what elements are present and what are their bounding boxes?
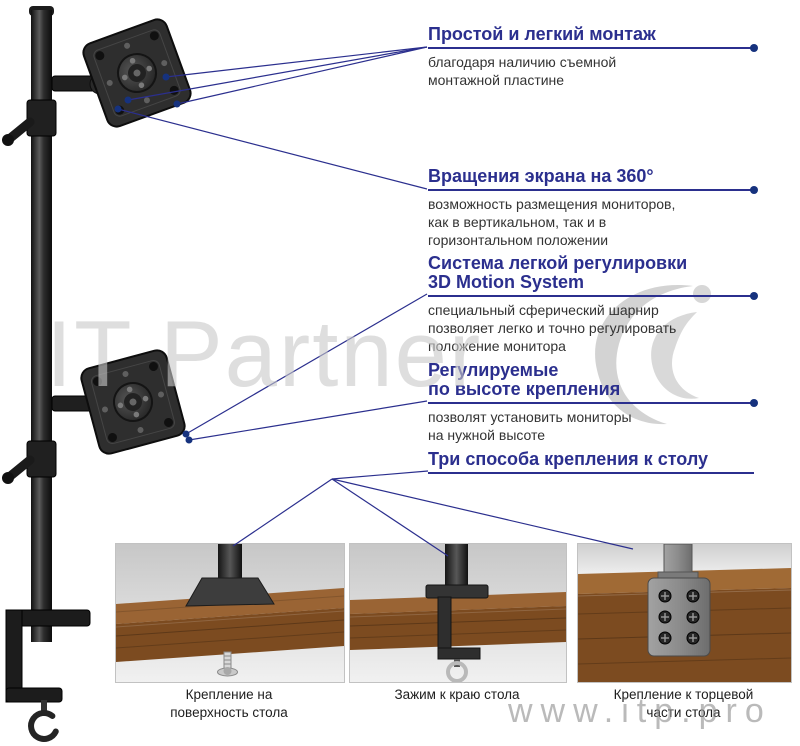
annotation-rotation-360: Вращения экрана на 360° возможность разм… [428,166,758,249]
annotation-rule [428,291,758,300]
grommet-base [185,577,275,607]
annotation-title: Система легкой регулировки 3D Motion Sys… [428,253,688,292]
annotation-body: благодаря наличию съемной монтажной плас… [428,53,617,89]
upper-height-collar [2,99,57,146]
clamp-hook-handle [28,709,59,742]
annotation-body: возможность размещения мониторов, как в … [428,195,676,249]
under-desk-bolt [217,651,238,677]
mount-pole [29,6,54,642]
annotation-rule [428,471,754,474]
mount-option-photo-surface [115,543,345,683]
pole-stub [445,544,468,588]
annotation-height-adjust: Регулируемые по высоте крепления позволя… [428,360,758,444]
lower-vesa-plate [80,349,186,455]
mount-option-photo-clamp [349,543,567,683]
side-mount-bracket [647,571,711,657]
pole-stub [218,544,242,582]
annotation-easy-mount: Простой и легкий монтаж благодаря наличи… [428,24,758,89]
desk-surface [349,592,567,650]
annotation-body: специальный сферический шарнир позволяет… [428,301,677,355]
annotation-three-mount-ways: Три способа крепления к столу [428,450,754,474]
mount-option-caption-side: Крепление к торцевой части стола [613,687,754,720]
desk-surface [115,588,345,662]
mount-option-photo-side [577,543,792,683]
bracket-screws [658,589,700,645]
lower-height-collar [2,440,57,484]
edge-clamp [425,584,489,683]
annotation-title: Три способа крепления к столу [428,449,709,469]
annotation-title: Простой и легкий монтаж [428,24,656,44]
clamp-ring-handle [446,661,468,683]
mount-option-caption-clamp: Зажим к краю стола [394,687,520,702]
annotation-rule [428,398,758,407]
itpartner-logo-swoosh-icon [595,285,711,425]
annotation-rule [428,185,758,194]
annotation-rule [428,43,758,52]
mount-option-caption-surface: Крепление на поверхность стола [170,687,288,720]
annotation-body: позволят установить мониторы на нужной в… [428,408,632,443]
clamp-screw [41,700,47,714]
annotation-title: Регулируемые по высоте крепления [428,360,621,399]
logo-dot [693,285,711,303]
annotation-title: Вращения экрана на 360° [428,166,654,186]
desk-clamp [5,609,91,742]
upper-vesa-plate [82,18,192,128]
annotation-3d-motion: Система легкой регулировки 3D Motion Sys… [428,253,758,355]
